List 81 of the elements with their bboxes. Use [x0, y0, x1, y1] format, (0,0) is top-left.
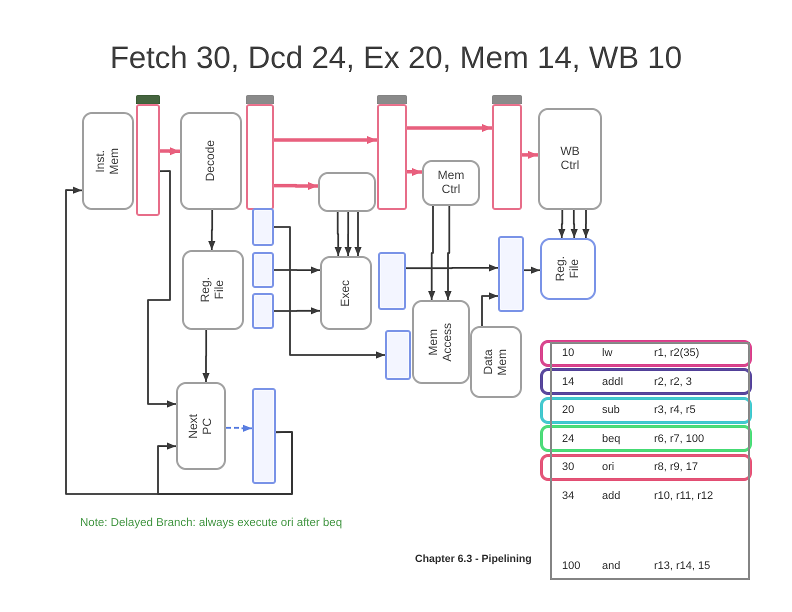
node-label: Data Mem	[482, 348, 510, 376]
stage-box	[412, 300, 470, 384]
arrow	[274, 136, 377, 144]
arrow	[208, 210, 216, 250]
arrow	[334, 212, 342, 256]
address-cell: 14	[562, 374, 574, 389]
operands-cell: r3, r4, r5	[654, 403, 696, 418]
arrow	[354, 212, 362, 256]
arrow	[481, 292, 498, 326]
pipeline-register	[252, 293, 274, 329]
arrow	[274, 182, 318, 190]
node-label: Decode	[204, 140, 218, 182]
pipeline-register	[385, 330, 411, 380]
pipeline-register	[377, 104, 407, 210]
arrow	[157, 431, 293, 495]
opcode-cell: and	[602, 559, 620, 573]
stage-box	[176, 382, 226, 470]
arrow	[524, 266, 540, 274]
opcode-cell: sub	[602, 403, 620, 418]
pipeline-register	[378, 252, 406, 310]
control-box	[318, 172, 376, 212]
node-label: Mem Ctrl	[438, 169, 464, 197]
stage-box	[82, 112, 134, 210]
note-text: Note: Delayed Branch: always execute ori after beq	[80, 517, 342, 529]
opcode-cell: addI	[602, 374, 624, 389]
address-cell: 20	[562, 403, 574, 418]
node-label: Exec	[339, 280, 353, 306]
pipeline-register	[246, 104, 274, 210]
arrow	[274, 307, 320, 314]
address-cell: 10	[562, 346, 574, 360]
arrow	[570, 210, 578, 238]
stage-box	[320, 256, 372, 330]
footer-text: Chapter 6.3 - Pipelining	[415, 553, 532, 565]
address-cell: 100	[562, 559, 580, 573]
operands-cell: r1, r2(35)	[654, 346, 700, 360]
arrow	[202, 330, 210, 382]
address-cell: 34	[562, 489, 574, 503]
arrow	[582, 210, 590, 238]
arrow	[344, 212, 352, 256]
arrow	[147, 170, 176, 408]
operands-cell: r6, r7, 100	[654, 432, 704, 446]
pipeline-register	[252, 208, 274, 246]
node-label: WB Ctrl	[560, 145, 580, 173]
arrow	[274, 226, 385, 359]
arrow	[407, 168, 422, 176]
arrow	[226, 424, 252, 432]
node-label: Mem Access	[427, 322, 455, 362]
stage-box	[422, 160, 480, 206]
stage-box	[180, 112, 242, 210]
arrow	[406, 264, 498, 272]
stage-box	[182, 250, 244, 330]
operands-cell: r10, r11, r12	[654, 489, 714, 503]
node-label: Reg. File	[554, 256, 582, 282]
pipeline-register	[252, 252, 274, 288]
pipeline-register	[252, 388, 276, 484]
opcode-cell: lw	[602, 346, 612, 360]
operands-cell: r8, r9, 17	[654, 460, 698, 474]
opcode-cell: add	[602, 489, 620, 503]
pipeline-register	[136, 104, 160, 216]
address-cell: 30	[562, 460, 574, 474]
arrow	[522, 150, 538, 159]
arrow	[407, 124, 492, 132]
arrow	[428, 206, 436, 300]
operands-cell: r13, r14, 15	[654, 559, 710, 573]
arrow	[274, 266, 320, 274]
node-label: Reg. File	[199, 277, 227, 303]
address-cell: 24	[562, 432, 574, 446]
stage-box	[470, 326, 522, 398]
pipeline-register	[492, 104, 522, 210]
arrow	[444, 206, 452, 300]
stage-box	[540, 238, 596, 300]
arrow	[558, 210, 566, 238]
operands-cell: r2, r2, 3	[654, 374, 692, 389]
pipeline-register	[498, 236, 524, 312]
opcode-cell: beq	[602, 432, 620, 446]
stage-box	[538, 108, 602, 210]
arrow	[160, 147, 180, 156]
node-label: Next PC	[187, 414, 215, 438]
slide-title: Fetch 30, Dcd 24, Ex 20, Mem 14, WB 10	[110, 40, 682, 76]
opcode-cell: ori	[602, 460, 614, 474]
node-label: Inst. Mem	[94, 148, 122, 174]
